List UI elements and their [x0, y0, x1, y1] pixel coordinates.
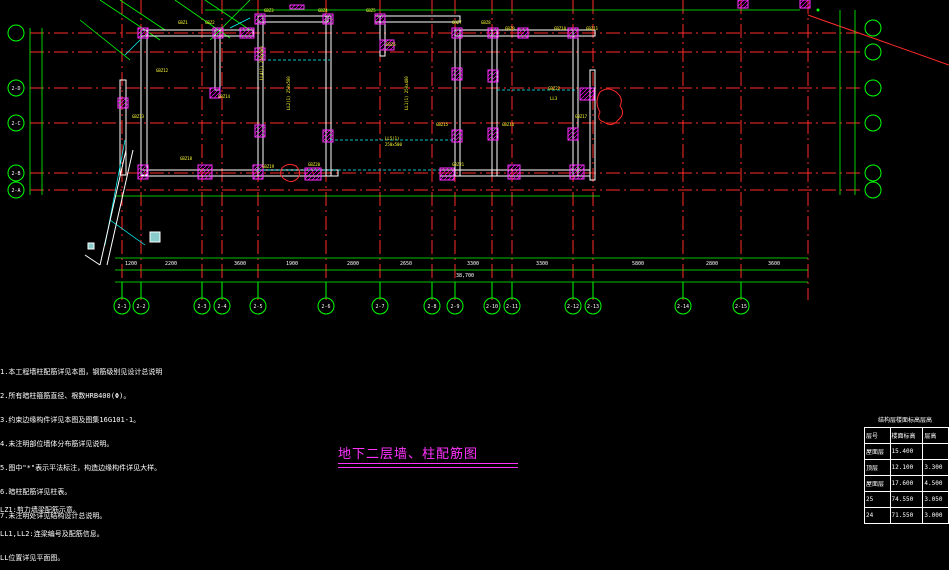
- note-3: 3.约束边缘构件详见本图及图集16G101-1。: [0, 416, 141, 424]
- table-row: 屋面层 15.400: [864, 443, 949, 460]
- table-row: 24 71.550 3.000: [864, 507, 949, 524]
- svg-text:GBZ16: GBZ16: [502, 122, 515, 127]
- horizontal-gridlines: [30, 32, 860, 191]
- axis-label-2-1: 2-1: [117, 304, 126, 310]
- svg-text:LL4(1) 250x600: LL4(1) 250x600: [259, 46, 264, 80]
- axis-label-2-8: 2-8: [427, 304, 436, 310]
- svg-text:GBZ6: GBZ6: [386, 42, 396, 47]
- legend-2: LL1,LL2:连梁编号及配筋信息。: [0, 530, 104, 538]
- svg-text:2200: 2200: [165, 261, 177, 267]
- svg-text:2800: 2800: [706, 261, 718, 267]
- table-row: 屋面层 17.600 4.500: [864, 475, 949, 492]
- axis-label-2-10: 2-10: [486, 304, 498, 310]
- elevation-table-caption: 结构层楼面标高层高: [878, 417, 933, 424]
- svg-text:2800: 2800: [347, 261, 359, 267]
- legend-1: LZ1:剪力墙梁配筋示意。: [0, 506, 80, 514]
- axis-label-2-11: 2-11: [506, 304, 518, 310]
- svg-text:GBZ4: GBZ4: [318, 8, 328, 13]
- axis-label-2-13: 2-13: [587, 304, 599, 310]
- axis-label-2-6: 2-6: [321, 304, 330, 310]
- note-2: 2.所有暗柱箍筋直径、根数HRB400(Φ)。: [0, 392, 131, 400]
- svg-text:GBZ21: GBZ21: [452, 162, 465, 167]
- table-row: 25 74.550 3.050: [864, 491, 949, 508]
- floor-plan-drawing: 2-1 2-2 2-3 2-4 2-5 2-6 2-7 2-8 2-9 2-10…: [7, 0, 949, 315]
- axis-label-2-D: 2-D: [11, 86, 20, 92]
- svg-text:GBZ7: GBZ7: [452, 20, 462, 25]
- note-5: 5.图中"*"表示平法标注，构造边缘构件详见大样。: [0, 464, 162, 472]
- note-1: 1.本工程墙柱配筋详见本图，钢筋级别见设计总说明: [0, 368, 163, 376]
- axis-label-2-12: 2-12: [567, 304, 579, 310]
- axis-label-2-4: 2-4: [217, 304, 226, 310]
- svg-text:2650: 2650: [400, 261, 412, 267]
- legend-notes: LZ1:剪力墙梁配筋示意。 LL1,LL2:连梁编号及配筋信息。 LL位置详见平…: [0, 490, 104, 570]
- note-6: 6.暗柱配筋详见柱表。: [0, 488, 72, 496]
- svg-text:GBZ2: GBZ2: [205, 20, 215, 25]
- note-7: 7.未注明处详见结构设计总说明。: [0, 512, 107, 520]
- bottom-axis-labels: 2-1 2-2 2-3 2-4 2-5 2-6 2-7 2-8 2-9 2-10…: [117, 304, 747, 310]
- overall-dimension: 38,700: [456, 273, 474, 279]
- axis-label-2-2: 2-2: [136, 304, 145, 310]
- dimension-lines: [29, 9, 856, 283]
- svg-text:GBZ1: GBZ1: [178, 20, 188, 25]
- legend-3: LL位置详见平面图。: [0, 554, 65, 562]
- note-4: 4.未注明部位墙体分布筋详见说明。: [0, 440, 114, 448]
- svg-text:GBZ10: GBZ10: [554, 26, 567, 31]
- axis-label-2-C: 2-C: [11, 121, 20, 127]
- side-axis-bubbles: [7, 19, 882, 199]
- svg-text:LL2(1) 250x500: LL2(1) 250x500: [286, 76, 291, 110]
- svg-text:GBZ9: GBZ9: [505, 26, 515, 31]
- svg-text:LL5(1): LL5(1): [385, 136, 399, 141]
- svg-text:3300: 3300: [536, 261, 548, 267]
- columns: [117, 0, 811, 181]
- svg-text:GBZ14: GBZ14: [218, 94, 231, 99]
- axis-label-2-9: 2-9: [450, 304, 459, 310]
- bottom-axis-bubbles: [113, 282, 750, 315]
- svg-text:GBZ3: GBZ3: [264, 8, 274, 13]
- axis-label-2-5: 2-5: [253, 304, 262, 310]
- table-header-row: 层号 楼面标高 层高: [864, 427, 949, 444]
- drawing-title: 地下二层墙、柱配筋图: [338, 447, 479, 462]
- svg-text:GBZ13: GBZ13: [132, 114, 145, 119]
- title-underline: [338, 463, 518, 464]
- svg-text:GBZ12: GBZ12: [156, 68, 169, 73]
- beam-lines: [258, 59, 575, 171]
- axis-label-2-15: 2-15: [735, 304, 747, 310]
- svg-text:GBZ20: GBZ20: [308, 162, 321, 167]
- axis-label-2-3: 2-3: [197, 304, 206, 310]
- svg-text:GBZ8: GBZ8: [481, 20, 491, 25]
- svg-text:3600: 3600: [234, 261, 246, 267]
- axis-label-2-14: 2-14: [677, 304, 689, 310]
- design-notes: 1.本工程墙柱配筋详见本图，钢筋级别见设计总说明 2.所有暗柱箍筋直径、根数HR…: [0, 352, 162, 528]
- svg-text:GBZ17: GBZ17: [575, 114, 588, 119]
- svg-text:1200: 1200: [125, 261, 137, 267]
- svg-text:GBZ18: GBZ18: [180, 156, 193, 161]
- svg-text:5800: 5800: [632, 261, 644, 267]
- svg-text:LL3: LL3: [550, 96, 558, 101]
- svg-text:GBZ11: GBZ11: [586, 26, 599, 31]
- bottom-dimension-values: 1200 2200 3600 1900 2800 2650 3300 3300 …: [125, 261, 780, 279]
- axis-label-2-B: 2-B: [11, 171, 20, 177]
- elevation-table: 层号 楼面标高 层高 屋面层 15.400 顶层 12.100 3.300 屋面…: [864, 427, 949, 524]
- revision-clouds: [280, 88, 624, 183]
- left-axis-labels: 2-D 2-C 2-B 2-A: [11, 86, 20, 194]
- svg-text:GBZ22: GBZ22: [548, 86, 561, 91]
- title-underline-double: [338, 467, 518, 468]
- svg-text:3300: 3300: [467, 261, 479, 267]
- svg-text:GBZ5: GBZ5: [366, 8, 376, 13]
- svg-text:3600: 3600: [768, 261, 780, 267]
- axis-label-2-A: 2-A: [11, 188, 20, 194]
- axis-label-2-7: 2-7: [375, 304, 384, 310]
- svg-text:LL1(1) 250x400: LL1(1) 250x400: [404, 76, 409, 110]
- svg-text:GBZ19: GBZ19: [262, 164, 275, 169]
- table-row: 顶层 12.100 3.300: [864, 459, 949, 476]
- vertical-gridlines: [121, 0, 809, 300]
- svg-text:GBZ15: GBZ15: [436, 122, 449, 127]
- svg-text:250x500: 250x500: [385, 142, 402, 147]
- svg-text:1900: 1900: [286, 261, 298, 267]
- ramp-element: [84, 149, 161, 266]
